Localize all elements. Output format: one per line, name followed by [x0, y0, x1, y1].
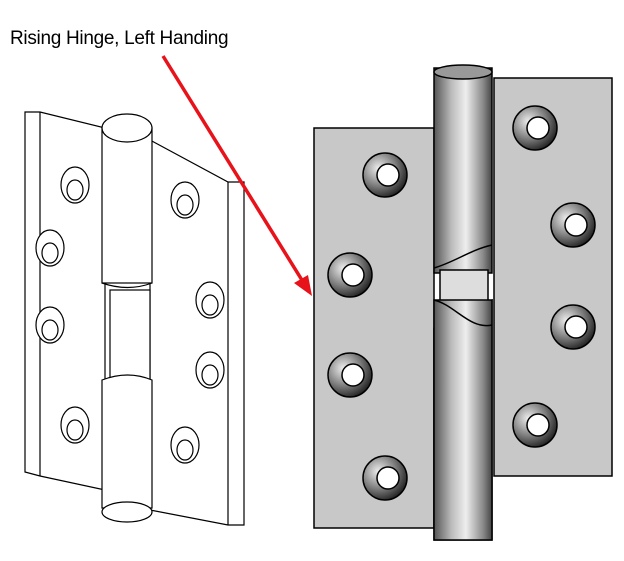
- arrowhead-icon: [294, 275, 312, 296]
- pointer-arrow: [161, 55, 312, 296]
- lower-knuckle: [101, 374, 153, 509]
- line-drawing-hinge: [24, 111, 245, 526]
- knuckle-top: [101, 113, 153, 143]
- upper-knuckle: [101, 127, 153, 284]
- line-holes: [35, 166, 225, 464]
- right-leaf: [493, 77, 613, 477]
- diagram-title: Rising Hinge, Left Handing: [10, 28, 229, 49]
- shaded-hinge: [313, 64, 613, 541]
- upper-knuckle: [433, 67, 493, 274]
- shaded-holes: [327, 105, 596, 501]
